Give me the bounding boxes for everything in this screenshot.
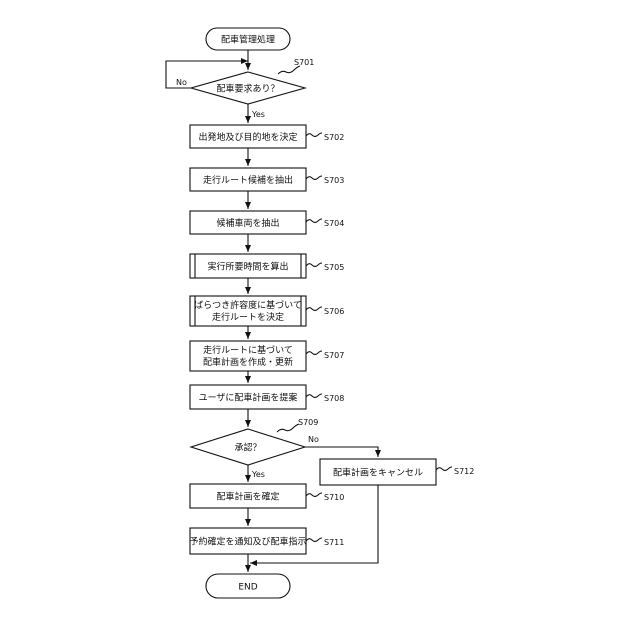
no-branch-line [305, 447, 378, 457]
end-label: END [238, 583, 257, 593]
s703-text: 走行ルート候補を抽出 [203, 174, 293, 186]
step-id-s704: S704 [324, 219, 344, 228]
s709-no-label: No [308, 435, 319, 444]
leader-s712 [436, 467, 452, 471]
step-id-s712: S712 [454, 467, 474, 476]
leader-s705 [306, 263, 322, 267]
step-id-s706: S706 [324, 307, 344, 316]
step-id-s705: S705 [324, 263, 344, 272]
leader-s711 [306, 538, 322, 542]
step-id-s707: S707 [324, 351, 344, 360]
s701-yes-label: Yes [251, 110, 265, 119]
leader-s707 [306, 351, 322, 355]
s701-text: 配車要求あり？ [216, 83, 279, 95]
step-id-s710: S710 [324, 493, 344, 502]
s710-text: 配車計画を確定 [216, 491, 279, 503]
start-label: 配車管理処理 [221, 34, 275, 46]
s705-text: 実行所要時間を算出 [207, 261, 288, 273]
s707-text-line1: 走行ルートに基づいて [203, 344, 293, 356]
leader-s709 [277, 424, 299, 432]
step-id-s702: S702 [324, 133, 344, 142]
s709-yes-label: Yes [251, 470, 265, 479]
s704-text: 候補車両を抽出 [216, 217, 279, 229]
s701-no-label: No [176, 78, 187, 87]
s707-text-line2: 配車計画を作成・更新 [203, 356, 293, 368]
step-id-s711: S711 [324, 538, 344, 547]
leader-s703 [306, 176, 322, 180]
s711-text: 予約確定を通知及び配車指示 [189, 536, 306, 548]
leader-s706 [306, 307, 322, 311]
leader-s701 [278, 66, 300, 74]
step-id-s701: S701 [294, 58, 314, 67]
step-id-s709: S709 [298, 418, 318, 427]
step-id-s708: S708 [324, 394, 344, 403]
leader-s704 [306, 219, 322, 223]
s709-text: 承認？ [234, 442, 261, 454]
leader-s708 [306, 394, 322, 398]
leader-s702 [306, 133, 322, 137]
s706-text-line1: ばらつき許容度に基づいて [194, 299, 302, 311]
s708-text: ユーザに配車計画を提案 [199, 392, 298, 404]
s702-text: 出発地及び目的地を決定 [198, 131, 297, 143]
step-id-s703: S703 [324, 176, 344, 185]
leader-s710 [306, 493, 322, 497]
s712-text: 配車計画をキャンセル [333, 467, 423, 479]
s706-text-line2: 走行ルートを決定 [212, 311, 284, 323]
